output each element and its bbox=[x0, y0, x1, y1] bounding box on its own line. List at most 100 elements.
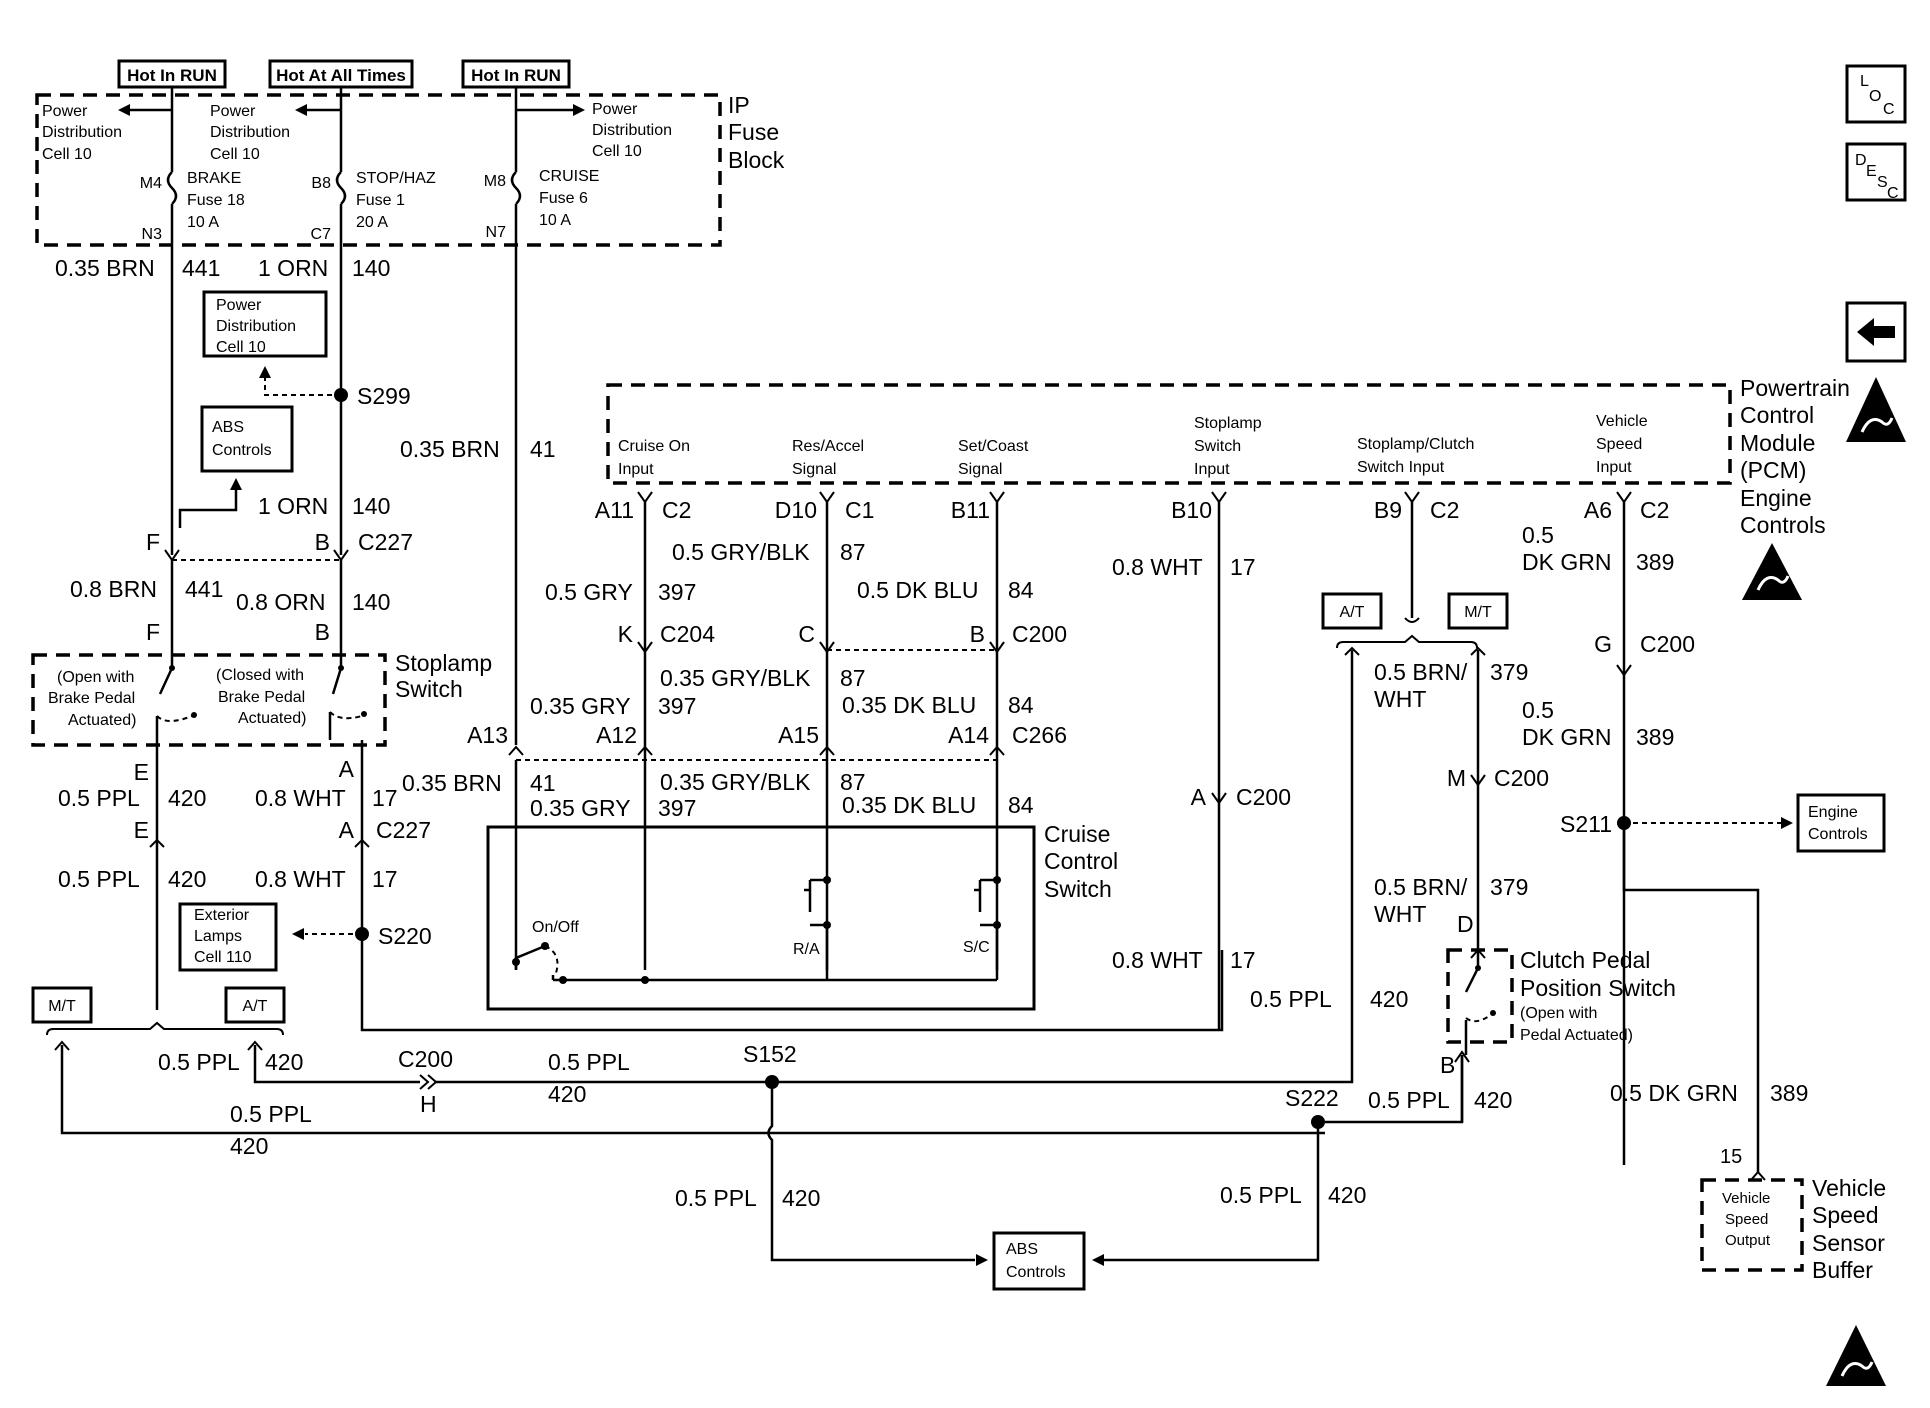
svg-text:Powertrain: Powertrain bbox=[1740, 375, 1850, 401]
pin-a6: A6 bbox=[1584, 497, 1612, 523]
connector-c200-h-pin bbox=[419, 1074, 438, 1090]
pcm-input-cruise-on: Cruise On Input bbox=[618, 438, 690, 478]
connector-c266-pins bbox=[508, 745, 1005, 756]
wire-ppl-420-num-7: 420 bbox=[1328, 1182, 1366, 1208]
wire-gryblk35-size-2: 0.35 GRY/BLK bbox=[660, 769, 811, 795]
pin-a6-conn: C2 bbox=[1640, 497, 1669, 523]
pdc-ref-2: Power Distribution Cell 10 bbox=[210, 103, 290, 163]
pin-e-upper: E bbox=[134, 759, 149, 785]
cruise-switch-title-3: Switch bbox=[1044, 876, 1112, 902]
svg-text:Stoplamp: Stoplamp bbox=[1194, 415, 1262, 432]
ip-fuse-block-label-2: Fuse bbox=[728, 119, 779, 145]
wire-ppl-420-num-2: 420 bbox=[168, 866, 206, 892]
fuse-brake: M4 N3 BRAKE Fuse 18 10 A bbox=[140, 110, 245, 243]
svg-text:Cell 10: Cell 10 bbox=[216, 339, 266, 356]
wire-dkblu35-num: 84 bbox=[1008, 692, 1034, 718]
svg-text:Vehicle: Vehicle bbox=[1812, 1175, 1886, 1201]
svg-text:Position Switch: Position Switch bbox=[1520, 975, 1676, 1001]
pdc-box: Power Distribution Cell 10 bbox=[202, 290, 328, 358]
brace-pins-right bbox=[1344, 646, 1486, 656]
pcm-input-vehicle-speed: Vehicle Speed Input bbox=[1596, 413, 1648, 476]
svg-text:Hot In RUN: Hot In RUN bbox=[471, 66, 561, 85]
wire-brn-41-num: 41 bbox=[530, 436, 556, 462]
cruise-switch-title-1: Cruise bbox=[1044, 821, 1110, 847]
hot-label-brake: Hot In RUN bbox=[117, 59, 227, 89]
svg-text:Hot At All Times: Hot At All Times bbox=[276, 66, 406, 85]
stoplamp-actuator bbox=[156, 711, 363, 722]
wire-ppl-420-size: 0.5 PPL bbox=[58, 785, 140, 811]
wire-ppl-420-size-2: 0.5 PPL bbox=[58, 866, 140, 892]
svg-text:Signal: Signal bbox=[958, 461, 1002, 478]
wire-dkgrn-num: 389 bbox=[1636, 549, 1674, 575]
arrow-up-icon bbox=[259, 366, 271, 378]
svg-text:Controls: Controls bbox=[1740, 512, 1826, 538]
pin-b-clutch: B bbox=[1440, 1052, 1455, 1078]
svg-text:Distribution: Distribution bbox=[42, 124, 122, 141]
splice-s211-label: S211 bbox=[1560, 811, 1612, 837]
wire-brn-441b-size: 0.8 BRN bbox=[70, 576, 157, 602]
svg-text:Exterior: Exterior bbox=[194, 907, 250, 924]
contact-dot bbox=[191, 712, 197, 718]
svg-text:(Open with: (Open with bbox=[1520, 1005, 1597, 1022]
svg-text:(PCM): (PCM) bbox=[1740, 457, 1806, 483]
svg-text:D: D bbox=[1855, 152, 1867, 169]
switch-dot bbox=[512, 958, 520, 966]
wire-gryblk35-num: 87 bbox=[840, 665, 866, 691]
wire-orn-140-size: 1 ORN bbox=[258, 255, 328, 281]
fuse-cruise: M8 N7 CRUISE Fuse 6 10 A bbox=[484, 110, 599, 241]
stoplamp-switch-outline bbox=[31, 653, 387, 747]
wire-ppl-420-abs-right bbox=[1103, 1122, 1320, 1262]
wire-dkgrn-a-2: 0.5 bbox=[1522, 697, 1554, 723]
pdc-branch-wire bbox=[264, 375, 341, 396]
connector-c200-g-pin bbox=[1616, 664, 1632, 677]
clutch-dot bbox=[1490, 1010, 1496, 1016]
cruise-switch-internal-wires bbox=[514, 925, 999, 982]
svg-text:Speed: Speed bbox=[1725, 1211, 1768, 1228]
arrow-right-icon bbox=[1781, 817, 1793, 829]
pin-a15: A15 bbox=[778, 722, 819, 748]
wire-ppl-420-num-4: 420 bbox=[548, 1081, 586, 1107]
wire-brnwht-num: 379 bbox=[1490, 659, 1528, 685]
svg-text:C: C bbox=[1883, 101, 1895, 118]
stop-feed-wire bbox=[305, 87, 343, 112]
brake-feed-wire bbox=[128, 87, 174, 112]
vss-pin-15: 15 bbox=[1720, 1146, 1742, 1168]
svg-text:Power: Power bbox=[210, 103, 256, 120]
loc-icon[interactable]: L O C bbox=[1845, 64, 1907, 124]
wire-gry35-size: 0.35 GRY bbox=[530, 693, 631, 719]
wire-wht-17-size: 0.8 WHT bbox=[255, 785, 346, 811]
connector-c200-g-label: C200 bbox=[1640, 631, 1695, 657]
wire-brnwht-size-b: WHT bbox=[1374, 686, 1426, 712]
wire-brn-441-num: 441 bbox=[182, 255, 220, 281]
vss-buffer-title: Vehicle Speed Sensor Buffer bbox=[1812, 1175, 1886, 1283]
vss-buffer-inner: Vehicle Speed Output bbox=[1722, 1190, 1771, 1249]
contact-dot bbox=[338, 665, 344, 671]
pin-a13: A13 bbox=[467, 722, 508, 748]
desc-icon[interactable]: D E S C bbox=[1845, 142, 1907, 202]
connector-c200-m-pin bbox=[1470, 774, 1486, 787]
onoff-actuator bbox=[544, 945, 559, 977]
wire-gry-size: 0.5 GRY bbox=[545, 579, 633, 605]
wire-gryblk-size: 0.5 GRY/BLK bbox=[672, 539, 810, 565]
svg-text:M4: M4 bbox=[140, 175, 162, 192]
wire-ppl-420-abs-left bbox=[767, 1082, 975, 1262]
pin-k: K bbox=[618, 621, 634, 647]
pcm-title: Powertrain Control Module (PCM) Engine C… bbox=[1740, 375, 1850, 538]
wire-brn-41-num-2: 41 bbox=[530, 770, 556, 796]
wire-wht-pcm-num-2: 17 bbox=[1230, 947, 1256, 973]
esd-warning-icon bbox=[1846, 377, 1906, 442]
svg-text:Lamps: Lamps bbox=[194, 928, 242, 945]
svg-text:Stoplamp/Clutch: Stoplamp/Clutch bbox=[1357, 436, 1474, 453]
abs-controls-box-bottom: ABS Controls bbox=[992, 1231, 1086, 1291]
at-box-right: A/T bbox=[1321, 592, 1383, 630]
wire-wht-17 bbox=[360, 740, 1224, 1032]
back-arrow-icon[interactable] bbox=[1845, 301, 1907, 363]
svg-text:Clutch Pedal: Clutch Pedal bbox=[1520, 947, 1650, 973]
svg-text:20 A: 20 A bbox=[356, 214, 388, 231]
connector-row-pins bbox=[637, 641, 1005, 654]
svg-text:Distribution: Distribution bbox=[210, 124, 290, 141]
wire-wht-pcm-size-2: 0.8 WHT bbox=[1112, 947, 1203, 973]
ip-fuse-block-label-3: Block bbox=[728, 147, 785, 173]
svg-text:Fuse 6: Fuse 6 bbox=[539, 190, 588, 207]
svg-text:Cell 110: Cell 110 bbox=[194, 949, 252, 966]
